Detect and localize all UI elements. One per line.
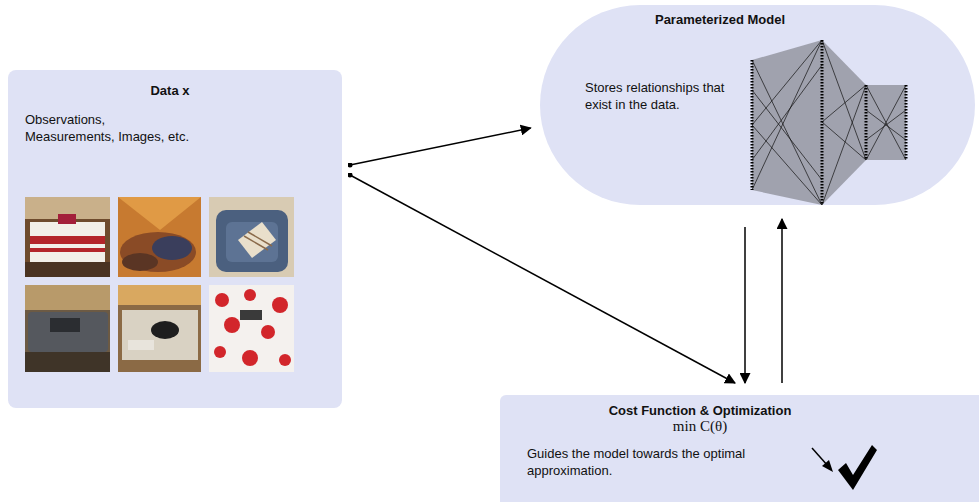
photo-thumbnail bbox=[25, 197, 110, 277]
photo-thumbnail bbox=[25, 285, 110, 372]
neural-network-figure bbox=[752, 40, 906, 205]
check-mark-symbol bbox=[812, 445, 877, 490]
data-panel: Data x Observations, Measurements, Images… bbox=[8, 70, 342, 408]
flow-arrow bbox=[350, 128, 531, 165]
panel-title: Parameterized Model bbox=[620, 11, 820, 28]
flow-arrow bbox=[744, 227, 746, 383]
flow-arrow bbox=[781, 219, 783, 383]
model-stadium: Parameterized ModelStores relationships … bbox=[540, 5, 975, 205]
flow-arrow bbox=[350, 175, 735, 383]
panel-description: Stores relationships that exist in the d… bbox=[585, 79, 725, 113]
panel-description: Observations, Measurements, Images, etc. bbox=[25, 111, 195, 145]
panel-title: Data x bbox=[8, 82, 332, 99]
objective-formula: min C(θ) bbox=[500, 418, 900, 435]
photo-thumbnail bbox=[118, 285, 201, 372]
cost-panel: Cost Function & Optimizationmin C(θ) Guid… bbox=[500, 395, 979, 502]
photo-thumbnail bbox=[118, 197, 201, 277]
photo-thumbnail bbox=[209, 197, 294, 277]
photo-thumbnail bbox=[209, 285, 294, 372]
panel-description: Guides the model towards the optimal app… bbox=[527, 445, 789, 479]
panel-title: Cost Function & Optimization bbox=[500, 402, 900, 419]
